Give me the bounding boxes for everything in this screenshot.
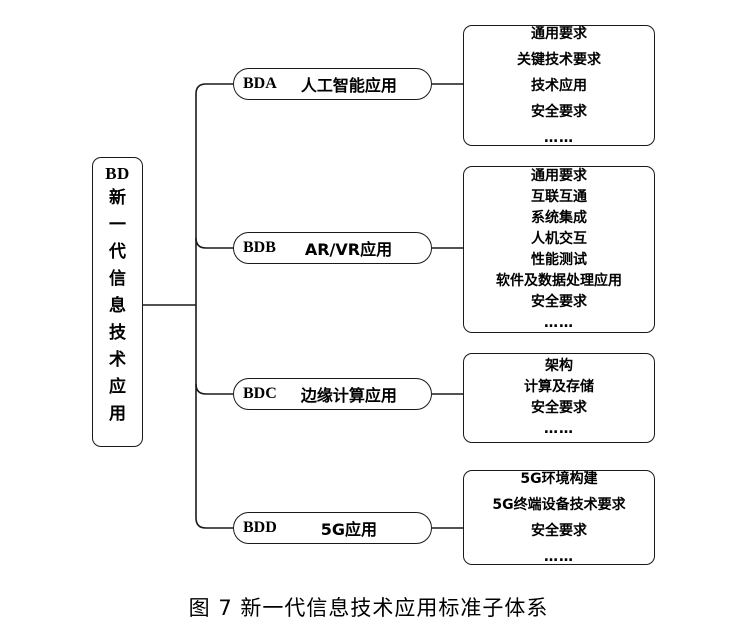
branch-node-bdb[interactable]: BDB AR/VR应用 <box>233 232 432 264</box>
detail-item-ellipsis: …… <box>544 314 574 331</box>
detail-item-ellipsis: …… <box>544 548 574 565</box>
detail-item: 关键技术要求 <box>517 51 601 68</box>
branch-code-bda: BDA <box>243 75 277 92</box>
detail-item: 计算及存储 <box>524 379 594 395</box>
branch-node-bdc[interactable]: BDC 边缘计算应用 <box>233 378 432 410</box>
detail-item: 5G终端设备技术要求 <box>492 496 626 513</box>
detail-box-bdc: 架构 计算及存储 安全要求 …… <box>463 353 655 443</box>
branch-name-bda: 人工智能应用 <box>300 76 397 95</box>
detail-item: 人机交互 <box>531 230 587 247</box>
detail-item: 通用要求 <box>531 25 587 42</box>
elbow-bda <box>195 83 233 95</box>
root-node[interactable]: BD 新一代信息技术应用 <box>92 157 143 447</box>
detail-box-bdb: 通用要求 互联互通 系统集成 人机交互 性能测试 软件及数据处理应用 安全要求 … <box>463 166 655 333</box>
detail-box-bdd: 5G环境构建 5G终端设备技术要求 安全要求 …… <box>463 470 655 565</box>
elbow-bdd <box>195 517 233 529</box>
detail-item: 安全要求 <box>531 522 587 539</box>
root-name: 新一代信息技术应用 <box>109 188 126 424</box>
root-code: BD <box>105 164 130 183</box>
branch-name-bdd: 5G应用 <box>320 520 378 539</box>
detail-box-bda: 通用要求 关键技术要求 技术应用 安全要求 …… <box>463 25 655 146</box>
branch-code-bdd: BDD <box>243 519 277 536</box>
detail-item: 互联互通 <box>531 188 587 205</box>
detail-item: 通用要求 <box>531 167 587 184</box>
detail-item-ellipsis: …… <box>544 421 574 437</box>
branch-node-bdd[interactable]: BDD 5G应用 <box>233 512 432 544</box>
detail-item: 安全要求 <box>531 293 587 310</box>
detail-item: 安全要求 <box>531 400 587 416</box>
branch-name-bdc: 边缘计算应用 <box>300 386 397 405</box>
detail-item: 技术应用 <box>531 77 587 94</box>
branch-code-bdb: BDB <box>243 239 276 256</box>
detail-item: 软件及数据处理应用 <box>496 272 622 289</box>
detail-item: 安全要求 <box>531 103 587 120</box>
detail-item: 5G环境构建 <box>520 470 598 487</box>
detail-item: 性能测试 <box>531 251 587 268</box>
detail-item: 架构 <box>545 358 573 374</box>
branch-code-bdc: BDC <box>243 385 277 402</box>
elbow-bdc <box>195 383 233 395</box>
elbow-bdb <box>195 237 233 249</box>
detail-item-ellipsis: …… <box>544 129 574 146</box>
figure-caption: 图 7 新一代信息技术应用标准子体系 <box>188 596 549 620</box>
branch-name-bdb: AR/VR应用 <box>304 240 393 259</box>
detail-item: 系统集成 <box>531 209 587 226</box>
branch-node-bda[interactable]: BDA 人工智能应用 <box>233 68 432 100</box>
